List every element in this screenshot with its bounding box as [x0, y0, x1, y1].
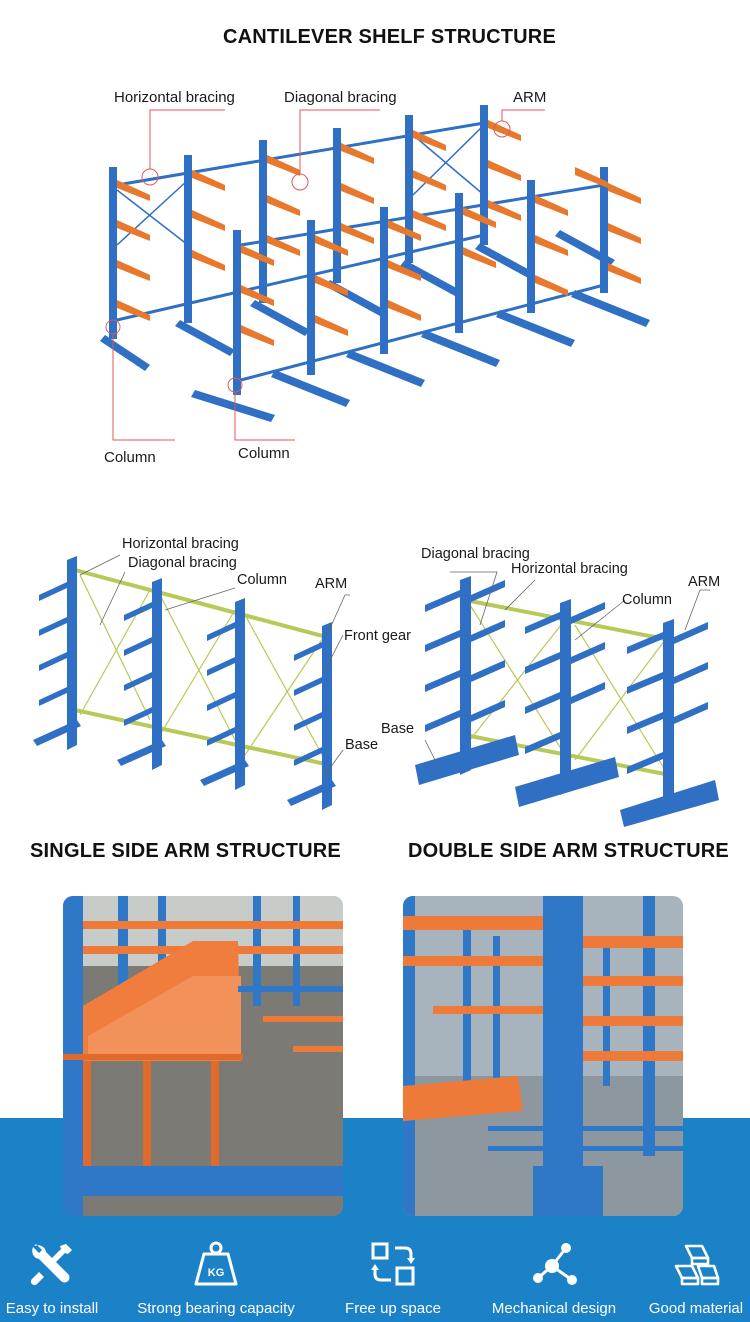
double-label-horizontal-bracing: Horizontal bracing	[511, 561, 628, 577]
single-label-horizontal-bracing: Horizontal bracing	[122, 536, 239, 552]
cantilever-rack-3d-diagram	[100, 105, 650, 441]
network-nodes-icon	[530, 1240, 578, 1288]
top-section-title: CANTILEVER SHELF STRUCTURE	[223, 26, 556, 48]
double-label-base: Base	[381, 721, 415, 737]
single-label-arm: ARM	[315, 576, 348, 592]
single-side-title: SINGLE SIDE ARM STRUCTURE	[30, 840, 341, 862]
double-label-column: Column	[622, 592, 672, 608]
double-label-arm: ARM	[688, 574, 721, 590]
double-side-arm-diagram	[415, 571, 719, 827]
top-label-horizontal-bracing: Horizontal bracing	[114, 89, 235, 106]
single-side-arm-diagram	[33, 554, 350, 810]
feature-mechanical-design: Mechanical design	[492, 1240, 616, 1317]
single-label-diagonal-bracing: Diagonal bracing	[128, 555, 237, 571]
top-label-diagonal-bracing: Diagonal bracing	[284, 89, 397, 106]
single-label-base: Base	[345, 737, 379, 753]
double-side-title: DOUBLE SIDE ARM STRUCTURE	[408, 840, 729, 862]
arrange-space-icon	[369, 1240, 417, 1288]
feature-label-mechanical-design: Mechanical design	[491, 1300, 617, 1317]
feature-easy-to-install: Easy to install	[6, 1240, 98, 1317]
warehouse-photo-single-side	[63, 896, 343, 1216]
top-label-column-right: Column	[238, 445, 290, 462]
feature-strong-bearing-capacity: KG Strong bearing capacity	[137, 1240, 295, 1317]
feature-label-easy-to-install: Easy to install	[5, 1300, 99, 1317]
kg-weight-icon: KG	[192, 1240, 240, 1288]
single-label-front-gear: Front gear	[344, 628, 411, 644]
feature-free-up-space: Free up space	[345, 1240, 441, 1317]
feature-good-material: Good material	[649, 1240, 743, 1317]
single-label-column: Column	[237, 572, 287, 588]
double-label-diagonal-bracing: Diagonal bracing	[421, 546, 530, 562]
metal-bars-icon	[672, 1240, 720, 1288]
feature-label-free-up-space: Free up space	[345, 1300, 441, 1317]
wrench-screwdriver-icon	[28, 1240, 76, 1288]
feature-label-strong-bearing-capacity: Strong bearing capacity	[137, 1300, 295, 1317]
top-label-column-left: Column	[104, 449, 156, 466]
warehouse-photo-double-side	[403, 896, 683, 1216]
feature-label-good-material: Good material	[648, 1300, 744, 1317]
top-label-arm: ARM	[513, 89, 547, 106]
svg-text:KG: KG	[208, 1267, 225, 1279]
